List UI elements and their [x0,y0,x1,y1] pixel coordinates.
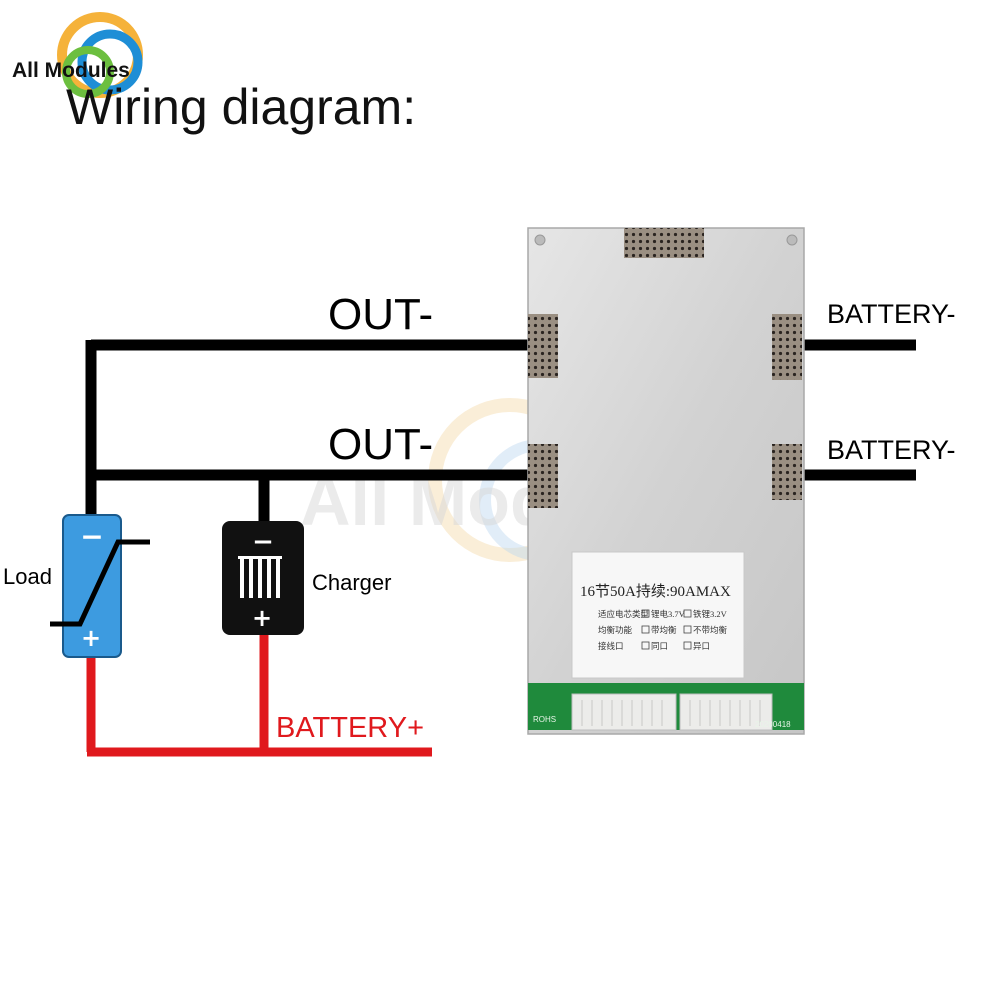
bms-board-image: 16节50A持续:90AMAX 适应电芯类型 锂电3.7V 铁锂3.2V 均衡功… [527,227,805,735]
board-row3-c: 异口 [693,641,710,651]
board-connector-right [679,693,773,731]
battery-minus-top-label: BATTERY- [827,299,956,329]
load-label: Load [3,564,52,589]
load-switch-line [50,539,150,627]
charger-plus-symbol: + [252,604,272,632]
board-spec-label: 16节50A持续:90AMAX 适应电芯类型 锂电3.7V 铁锂3.2V 均衡功… [571,551,745,679]
board-row2-c: 不带均衡 [693,625,728,635]
load-plus-symbol: + [81,624,101,652]
board-row3-b: 同口 [651,641,668,651]
board-row3-a: 接线口 [598,641,624,651]
board-connector-left [571,693,677,731]
positive-wiring [86,634,432,757]
board-pad-battery-bottom [772,444,802,500]
out-minus-top-label: OUT- [328,290,433,339]
board-spec-text: 16节50A持续:90AMAX [580,583,731,600]
charger-battery-icon: − + [222,521,304,635]
load-switch-icon: − + [50,514,150,658]
page-title: Wiring diagram: [66,79,416,135]
board-vent-top [624,228,704,258]
charger-minus-symbol: − [252,527,274,557]
load-minus-symbol: − [80,520,103,553]
out-minus-bottom-label: OUT- [328,420,433,469]
battery-plus-label: BATTERY+ [276,712,424,744]
charger-label: Charger [312,570,391,595]
board-row2-a: 均衡功能 [598,625,633,635]
board-row1-b: 锂电3.7V [651,609,686,619]
board-pad-battery-top [772,314,802,380]
battery-minus-bottom-label: BATTERY- [827,435,956,465]
negative-wiring [85,339,916,522]
board-pad-out-bottom [528,444,558,508]
board-rohs-text: ROHS [533,715,556,724]
logo-text: All Modules [12,59,130,82]
board-row1-a: 适应电芯类型 [598,609,650,619]
logo-icon [57,12,143,98]
logo: All Modules [12,12,143,98]
board-date-text: 20200418 [755,720,791,729]
board-row2-b: 带均衡 [651,625,677,635]
board-pad-out-top [528,314,558,378]
board-row1-c: 铁锂3.2V [693,609,728,619]
